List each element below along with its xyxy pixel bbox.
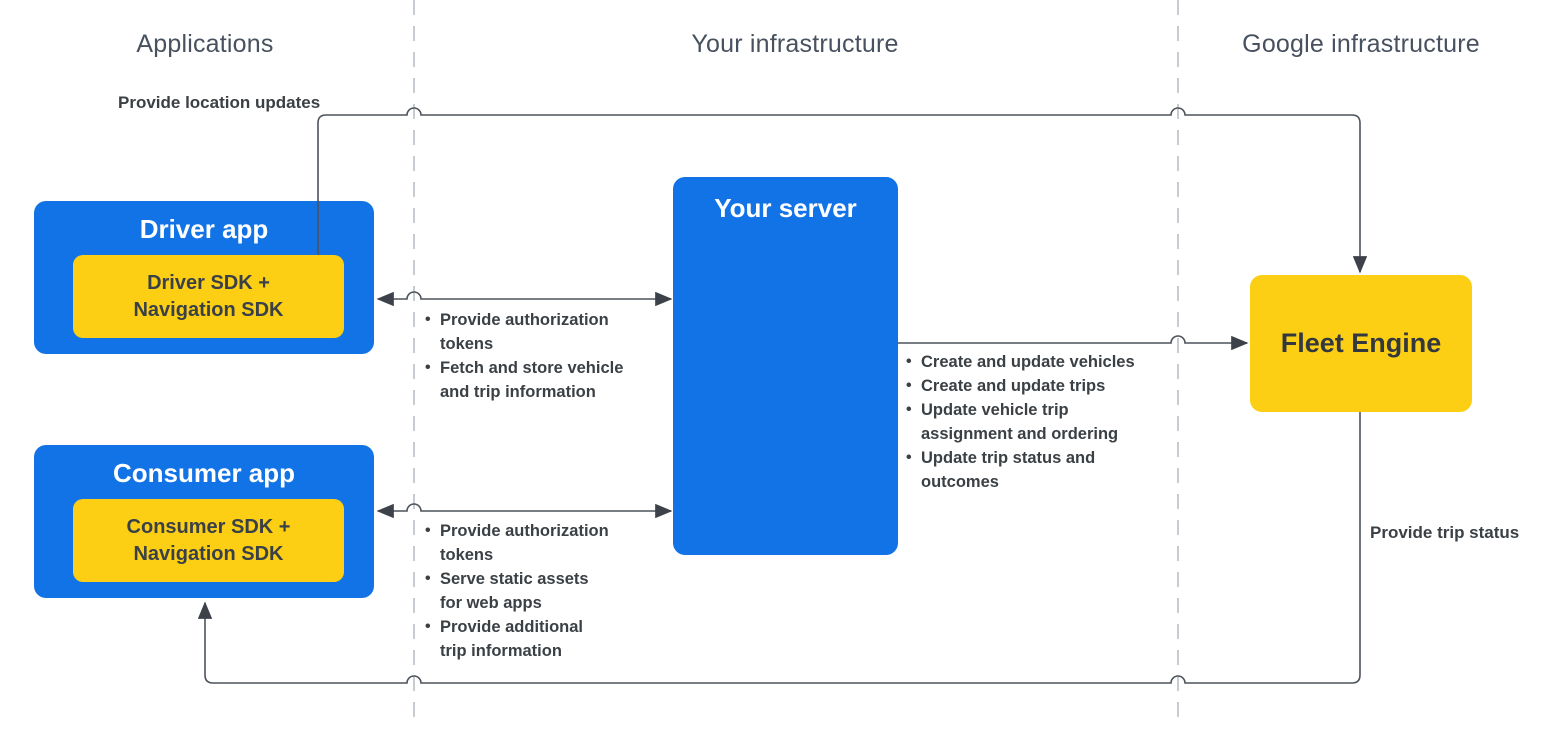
list-item: • Serve static assets for web apps [425,567,675,615]
list-item-text: Provide authorization tokens [440,522,609,564]
bullet-icon: • [425,522,431,539]
bullet-icon: • [425,311,431,328]
list-item-text: Update trip status and outcomes [921,449,1096,491]
consumer-sdk-box: Consumer SDK + Navigation SDK [73,499,344,582]
bullet-icon: • [906,377,912,394]
bullet-icon: • [425,618,431,635]
column-header-google-infrastructure: Google infrastructure [1242,30,1480,58]
arrow-server-fleet [898,335,1249,351]
consumer-sdk-label: Consumer SDK + Navigation SDK [126,515,291,565]
bullet-icon: • [906,449,912,466]
list-item: • Fetch and store vehicle and trip infor… [425,356,675,404]
your-server-box: Your server [673,177,898,555]
driver-app-title: Driver app [139,214,269,244]
driver-sdk-box: Driver SDK + Navigation SDK [73,255,344,338]
arrow-driver-server [376,291,673,307]
list-item-text: Provide additional trip information [440,618,584,660]
list-item-text: Create and update vehicles [921,353,1135,371]
list-item: • Provide additional trip information [425,615,675,663]
fleet-engine-box: Fleet Engine [1250,275,1472,412]
list-item-text: Create and update trips [921,377,1106,395]
list-item: • Create and update vehicles [906,350,1156,374]
bullet-icon: • [425,570,431,587]
list-item-text: Update vehicle trip assignment and order… [921,401,1119,443]
provide-trip-status-label: Provide trip status [1370,523,1520,542]
fleet-engine-title: Fleet Engine [1280,328,1442,358]
bullet-icon: • [906,401,912,418]
driver-sdk-label: Driver SDK + Navigation SDK [133,271,284,321]
driver-app-box: Driver app Driver SDK + Navigation SDK [34,201,374,354]
server-fleet-bullet-list: • Create and update vehicles • Create an… [906,350,1156,494]
consumer-app-box: Consumer app Consumer SDK + Navigation S… [34,445,374,598]
list-item: • Create and update trips [906,374,1156,398]
consumer-app-title: Consumer app [112,458,296,488]
list-item: • Provide authorization tokens [425,519,675,567]
list-item-text: Fetch and store vehicle and trip informa… [440,359,624,401]
bullet-icon: • [425,359,431,376]
column-header-applications: Applications [136,30,274,58]
consumer-server-bullet-list: • Provide authorization tokens • Serve s… [425,519,675,663]
list-item: • Update trip status and outcomes [906,446,1156,494]
column-header-your-infrastructure: Your infrastructure [691,30,899,58]
arrow-consumer-server [376,503,673,519]
list-item-text: Serve static assets for web apps [440,570,589,612]
bullet-icon: • [906,353,912,370]
list-item: • Update vehicle trip assignment and ord… [906,398,1156,446]
list-item: • Provide authorization tokens [425,308,675,356]
list-item-text: Provide authorization tokens [440,311,609,353]
provide-location-updates-label: Provide location updates [118,93,321,112]
your-server-title: Your server [714,193,857,223]
driver-server-bullet-list: • Provide authorization tokens • Fetch a… [425,308,675,404]
